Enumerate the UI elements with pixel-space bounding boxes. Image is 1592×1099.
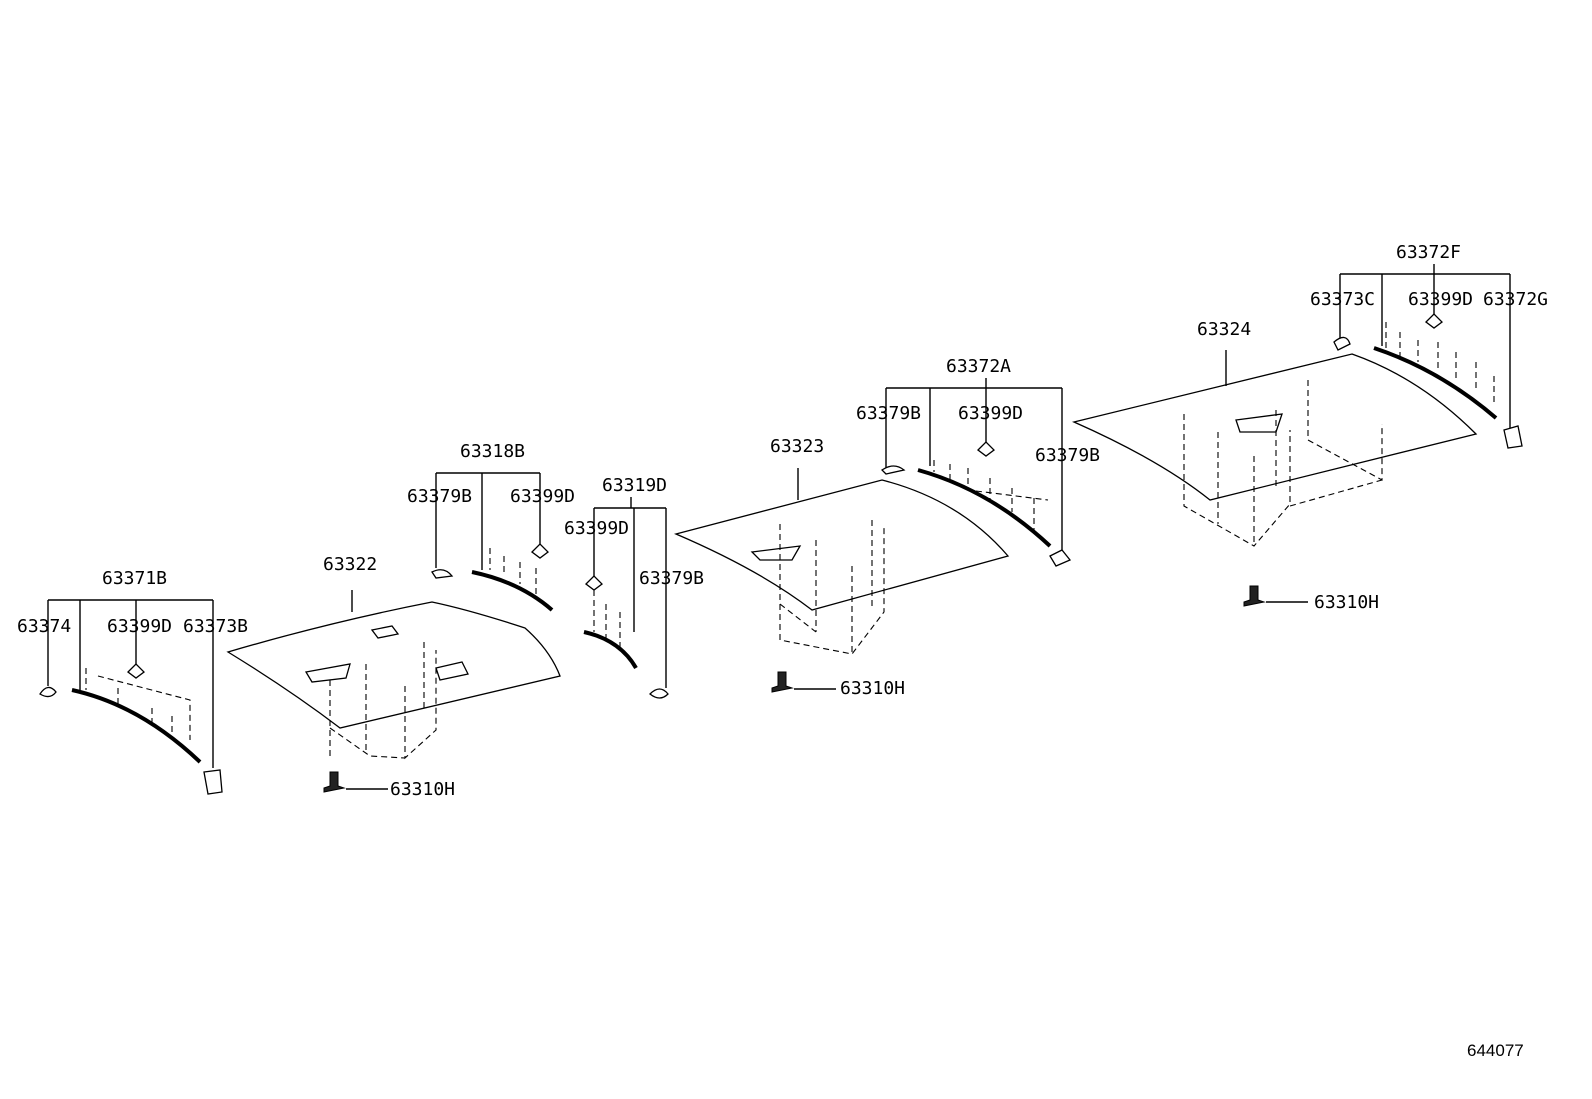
label-63310H-1: 63310H <box>390 779 455 800</box>
label-63322: 63322 <box>323 554 377 575</box>
label-63319D: 63319D <box>602 475 667 496</box>
label-63399D-1: 63399D <box>107 616 172 637</box>
label-63373B: 63373B <box>183 616 248 637</box>
label-63372G: 63372G <box>1483 289 1548 310</box>
label-63373C: 63373C <box>1310 289 1375 310</box>
clip-63379B-2 <box>649 688 669 699</box>
label-63372F: 63372F <box>1396 242 1461 263</box>
clip-63379B-4 <box>1049 549 1072 567</box>
label-63379B-3: 63379B <box>856 403 921 424</box>
label-63318B: 63318B <box>460 441 525 462</box>
group-63372A <box>880 378 1072 567</box>
label-63399D-3: 63399D <box>564 518 629 539</box>
label-63379B-1: 63379B <box>407 486 472 507</box>
screw-63310H-3 <box>1243 585 1266 607</box>
clip-63373C <box>1333 336 1351 351</box>
fastener-63399D-2 <box>531 543 549 559</box>
clip-63379B-3 <box>880 465 906 475</box>
label-63399D-4: 63399D <box>958 403 1023 424</box>
fastener-63399D-5 <box>1425 313 1443 329</box>
endcap-63372G <box>1503 425 1523 449</box>
label-63374: 63374 <box>17 616 71 637</box>
label-63323: 63323 <box>770 436 824 457</box>
group-63318B <box>431 472 554 612</box>
group-63324 <box>1071 350 1478 607</box>
screw-63310H-1 <box>323 771 346 793</box>
group-63323 <box>674 468 1010 693</box>
panel-63323 <box>674 479 1010 611</box>
label-63371B: 63371B <box>102 568 167 589</box>
label-63399D-2: 63399D <box>510 486 575 507</box>
label-63310H-3: 63310H <box>1314 592 1379 613</box>
group-63322 <box>226 590 561 793</box>
group-63372F <box>1333 264 1523 449</box>
endcap-63373B <box>203 769 223 795</box>
screw-63310H-2 <box>771 671 794 693</box>
label-63324: 63324 <box>1197 319 1251 340</box>
label-63372A: 63372A <box>946 356 1011 377</box>
fastener-63399D-3 <box>585 575 603 591</box>
diagram-code: 644077 <box>1467 1041 1524 1060</box>
clip-63379B-1 <box>431 569 454 579</box>
fastener-63399D-1 <box>127 663 145 679</box>
label-63399D-5: 63399D <box>1408 289 1473 310</box>
fastener-63399D-4 <box>977 441 995 457</box>
panel-63322 <box>226 601 561 729</box>
label-63310H-2: 63310H <box>840 678 905 699</box>
group-63319D <box>583 497 669 699</box>
group-63371B <box>39 599 223 795</box>
label-63379B-2: 63379B <box>639 568 704 589</box>
label-63379B-4: 63379B <box>1035 445 1100 466</box>
clip-63374 <box>39 686 57 698</box>
